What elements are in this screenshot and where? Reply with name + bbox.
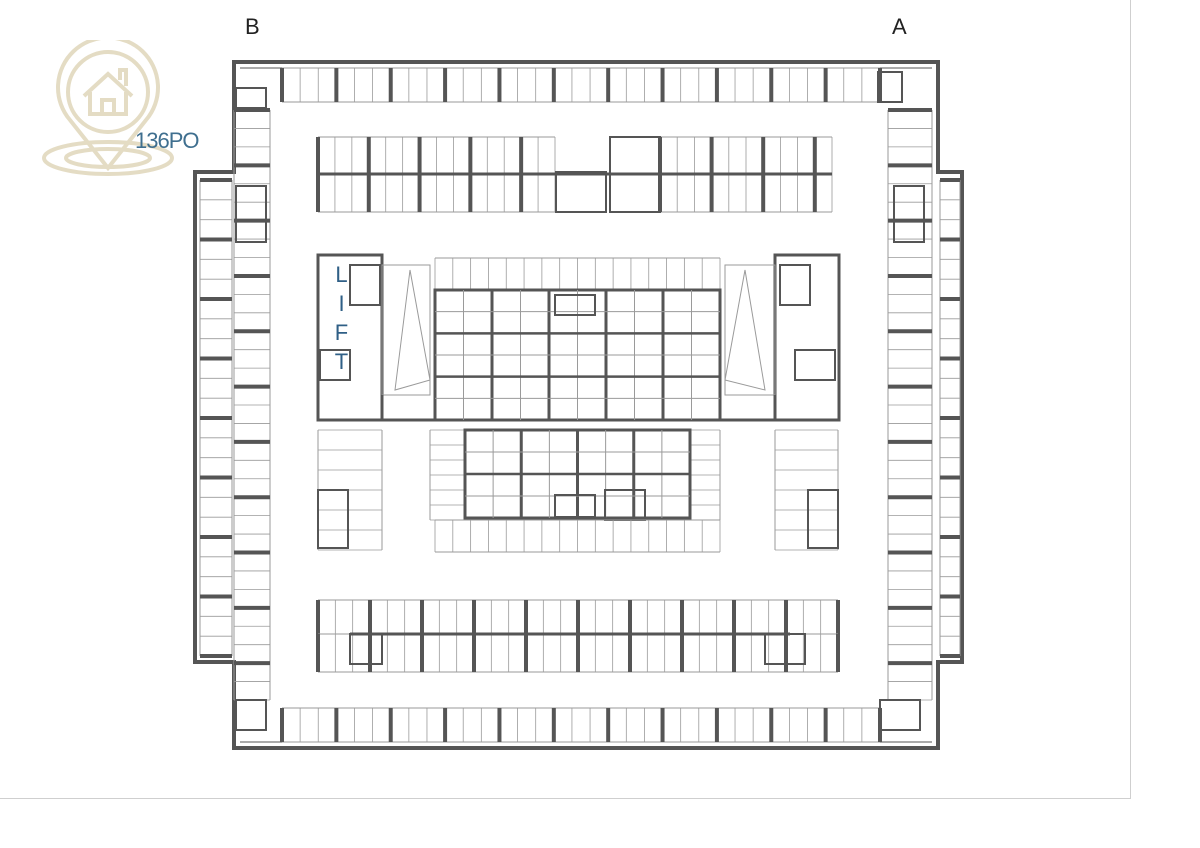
inner-wall-line <box>240 67 932 743</box>
stair-core <box>555 171 607 213</box>
ramp <box>381 264 431 396</box>
house-pin-icon <box>42 40 174 176</box>
stair-core <box>794 349 836 381</box>
stair-core <box>317 489 349 549</box>
stair-core <box>879 699 921 731</box>
stair-core <box>893 185 925 243</box>
stair-core <box>554 294 596 316</box>
lift-shaft <box>349 264 381 306</box>
stair-core <box>319 349 351 381</box>
lift-label: LIFT <box>329 262 354 378</box>
stair-core <box>764 633 806 665</box>
stair-core <box>877 71 903 103</box>
stair-core <box>807 489 839 549</box>
stair-core <box>235 87 267 109</box>
stair-core <box>349 633 383 665</box>
stair-core <box>235 185 267 243</box>
corner-label-a: A <box>892 14 907 39</box>
right-core <box>773 253 841 422</box>
lobby <box>604 489 646 521</box>
drawing-frame <box>0 0 1131 799</box>
outer-wall <box>193 60 964 750</box>
lift-shaft <box>779 264 811 306</box>
logo-text: 136PO <box>135 128 199 153</box>
corner-label-b: B <box>245 14 260 39</box>
ramp <box>724 264 776 396</box>
stair-core <box>554 494 596 518</box>
stair-core <box>235 699 267 731</box>
